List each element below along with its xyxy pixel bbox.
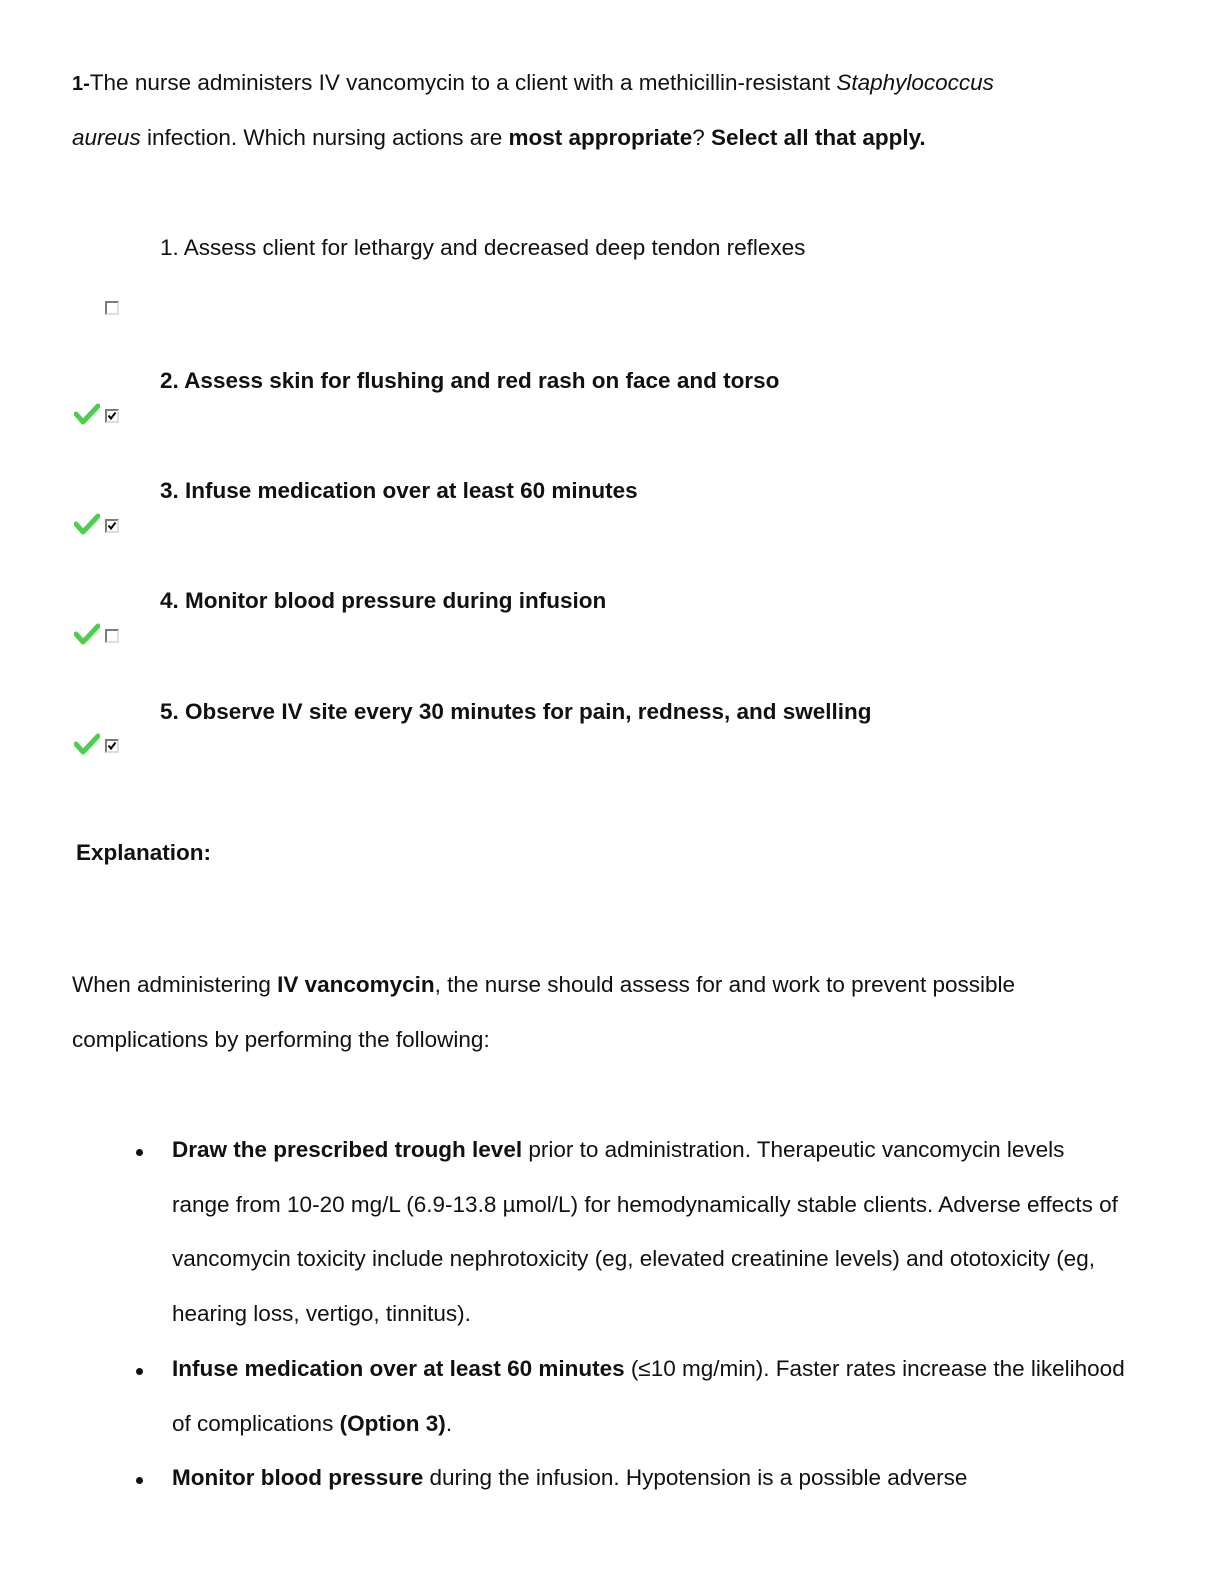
option-label-1: 1. Assess client for lethargy and decrea…: [160, 235, 806, 260]
question-line-2: aureus infection. Which nursing actions …: [72, 125, 926, 151]
option-label-3: 3. Infuse medication over at least 60 mi…: [160, 478, 638, 503]
explanation-intro-line2: complications by performing the followin…: [72, 1027, 490, 1052]
intro-text: When administering: [72, 972, 278, 997]
explanation-heading: Explanation:: [76, 840, 212, 865]
option-checkbox-4[interactable]: [105, 629, 119, 643]
bullet-text: (≤10 mg/min). Faster rates increase the …: [172, 1356, 1125, 1436]
bullet-bold: Draw the prescribed trough level: [172, 1137, 523, 1162]
question-line-1: 1-The nurse administers IV vancomycin to…: [72, 70, 994, 96]
bullet-dot: [136, 1368, 143, 1375]
bullet-text: during the infusion. Hypotension is a po…: [423, 1465, 968, 1490]
bullet-text: .: [445, 1410, 453, 1436]
checkmark-icon: [107, 741, 117, 751]
bullet-dot: [136, 1149, 143, 1156]
bullet-blood-pressure: Monitor blood pressure during the infusi…: [172, 1451, 1127, 1506]
intro-bold: IV vancomycin: [277, 972, 435, 997]
bullet-trough-level: Draw the prescribed trough level prior t…: [172, 1123, 1127, 1341]
option-checkbox-2[interactable]: [105, 409, 119, 423]
select-all-instruction: Select all that apply.: [711, 125, 926, 150]
bullet-infuse: Infuse medication over at least 60 minut…: [172, 1342, 1127, 1451]
option-label-4: 4. Monitor blood pressure during infusio…: [160, 588, 607, 613]
option-checkbox-5[interactable]: [105, 739, 119, 753]
intro-text: , the nurse should assess for and work t…: [434, 972, 1015, 997]
option-checkbox-3[interactable]: [105, 519, 119, 533]
question-italic: aureus: [72, 125, 141, 150]
question-italic: Staphylococcus: [836, 70, 994, 95]
correct-check-icon: [73, 623, 101, 645]
bullet-bold: Infuse medication over at least 60 minut…: [172, 1356, 625, 1381]
explanation-intro: When administering IV vancomycin, the nu…: [72, 972, 1015, 998]
option-label-5: 5. Observe IV site every 30 minutes for …: [160, 699, 872, 724]
bullet-dot: [136, 1477, 143, 1484]
bullet-option-ref: (Option 3): [339, 1410, 446, 1436]
question-number: 1-: [72, 73, 90, 95]
checkmark-icon: [107, 411, 117, 421]
option-label-2: 2. Assess skin for flushing and red rash…: [160, 368, 780, 393]
question-bold: most appropriate: [508, 125, 693, 150]
question-text: The nurse administers IV vancomycin to a…: [89, 70, 837, 95]
question-text: ?: [692, 125, 712, 150]
option-checkbox-1[interactable]: [105, 301, 119, 315]
correct-check-icon: [73, 733, 101, 755]
correct-check-icon: [73, 513, 101, 535]
correct-check-icon: [73, 403, 101, 425]
bullet-bold: Monitor blood pressure: [172, 1465, 424, 1490]
question-text: infection. Which nursing actions are: [140, 125, 509, 150]
bullet-text: prior to administration. Therapeutic van…: [172, 1137, 1118, 1326]
checkmark-icon: [107, 521, 117, 531]
